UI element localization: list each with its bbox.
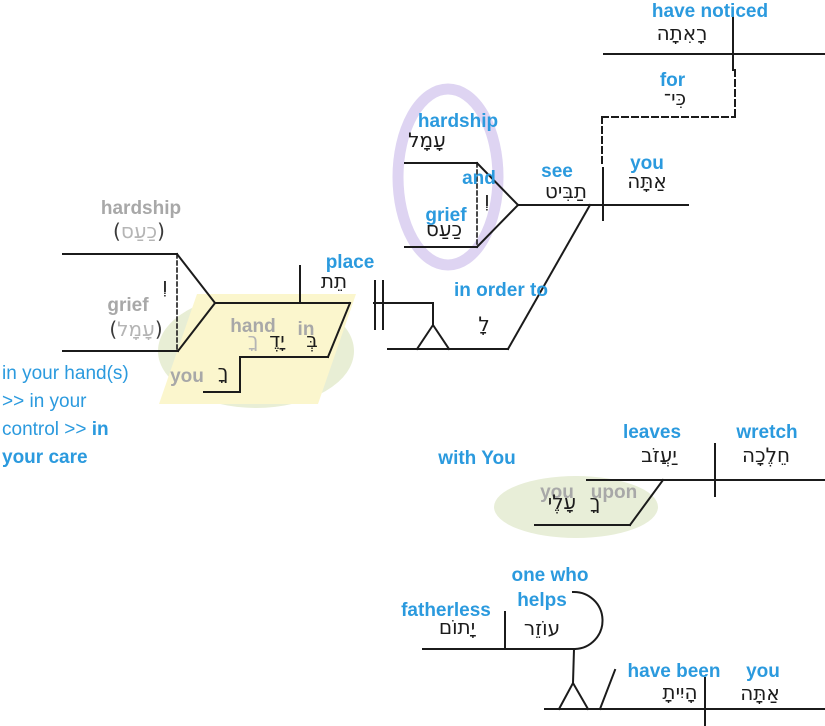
gloss-upon: upon xyxy=(590,482,638,503)
hebrew-see: תַבִּיט xyxy=(544,179,588,203)
gloss-hardship: hardship xyxy=(417,111,499,132)
hebrew-in: בְּ xyxy=(306,328,318,352)
hebrew-fatherless: יָתוֹם xyxy=(438,615,476,639)
hebrew-in-order-to: לָ xyxy=(478,312,490,336)
gloss-hand: hand xyxy=(230,316,276,337)
note-line-3: control >> in xyxy=(2,419,109,440)
highlight-green-ellipse-upon xyxy=(494,476,658,538)
gloss-in-order-to: in order to xyxy=(454,280,548,301)
paren-open: ( xyxy=(113,219,121,243)
gloss-you-bottom: you xyxy=(746,661,780,682)
gloss-you-hand: you xyxy=(170,366,204,387)
gloss-helps: helps xyxy=(517,590,567,611)
hebrew-grief-elided: (עָמָל) xyxy=(109,317,163,341)
gloss-have-been: have been xyxy=(627,661,721,682)
hebrew-hardship: עָמָל xyxy=(408,128,446,152)
hebrew-place: תֵת xyxy=(320,269,348,293)
elided-fork-lower-diagonal xyxy=(176,301,217,353)
gloss-place: place xyxy=(325,252,375,273)
upon-prep-slant xyxy=(628,478,665,527)
paren-open: ( xyxy=(109,317,118,341)
paren-close: ) xyxy=(154,317,163,341)
pedestal-stem-helper xyxy=(571,647,576,685)
gloss-you-top: you xyxy=(630,153,664,174)
hebrew-grief: כַעַס xyxy=(425,217,463,241)
paren-close: ) xyxy=(157,219,165,243)
hebrew-helps: עוֹזֵר xyxy=(523,616,561,640)
elided-fork-upper-diagonal xyxy=(175,252,217,305)
purpose-slant-line xyxy=(506,203,592,351)
gloss-with-you: with You xyxy=(438,448,516,469)
object-fork-lower-diagonal xyxy=(475,203,520,249)
hebrew-have-noticed: רָאִתָה xyxy=(656,21,708,45)
gloss-you-upon: you xyxy=(540,482,574,503)
hebrew-and-elided: וְ xyxy=(162,273,168,297)
gloss-for: for xyxy=(659,70,686,91)
participle-hook-arc xyxy=(571,590,604,651)
gloss-in: in xyxy=(297,319,315,340)
gloss-grief: grief xyxy=(425,205,467,226)
gloss-note: in your hand(s) >> in your control >> in… xyxy=(2,360,167,472)
pedestal-triangle-helper xyxy=(557,680,590,711)
hebrew-you-top: אַתָּה xyxy=(627,169,667,193)
hebrew-hand-suffix-placeholder: ךָ xyxy=(247,328,259,352)
hand-prep-slant xyxy=(326,301,352,359)
hebrew-upon: עָלֶי xyxy=(547,490,577,514)
hebrew-you-hand: ךָ xyxy=(217,360,229,384)
hebrew-you-bottom: אַתָּה xyxy=(740,681,780,705)
hebrew-hand: יָדֶ xyxy=(269,328,285,352)
note-line-2: >> in your xyxy=(2,391,87,412)
hebrew-wretch: חֵלֶכָה xyxy=(741,443,791,467)
pedestal-triangle-place xyxy=(415,323,451,351)
hebrew-hardship-elided: (כַעַס) xyxy=(113,219,165,243)
note-line-4: your care xyxy=(2,447,88,468)
gloss-wretch: wretch xyxy=(736,422,798,443)
hebrew-have-been: הָיִיתָ xyxy=(662,680,698,704)
gloss-one-who: one who xyxy=(511,565,589,586)
gloss-see: see xyxy=(541,161,573,182)
predicate-complement-slash xyxy=(598,668,617,711)
hebrew-leaves: יַעֲזֹב xyxy=(641,443,677,467)
hebrew-upon-suffix: ךָ xyxy=(589,490,601,514)
gloss-leaves: leaves xyxy=(622,422,682,443)
gloss-grief-elided: grief xyxy=(107,295,149,316)
note-line-1: in your hand(s) xyxy=(2,363,129,384)
gloss-fatherless: fatherless xyxy=(401,600,491,621)
gloss-and: and xyxy=(462,168,496,189)
hebrew-and: וְ xyxy=(484,187,490,211)
gloss-have-noticed: have noticed xyxy=(651,1,769,22)
highlight-purple-ring xyxy=(392,83,504,271)
hebrew-for: כִּי־ xyxy=(663,86,687,110)
highlight-yellow-parallelogram xyxy=(159,294,356,404)
gloss-hardship-elided: hardship xyxy=(100,198,182,219)
object-fork-upper-diagonal xyxy=(475,161,520,207)
